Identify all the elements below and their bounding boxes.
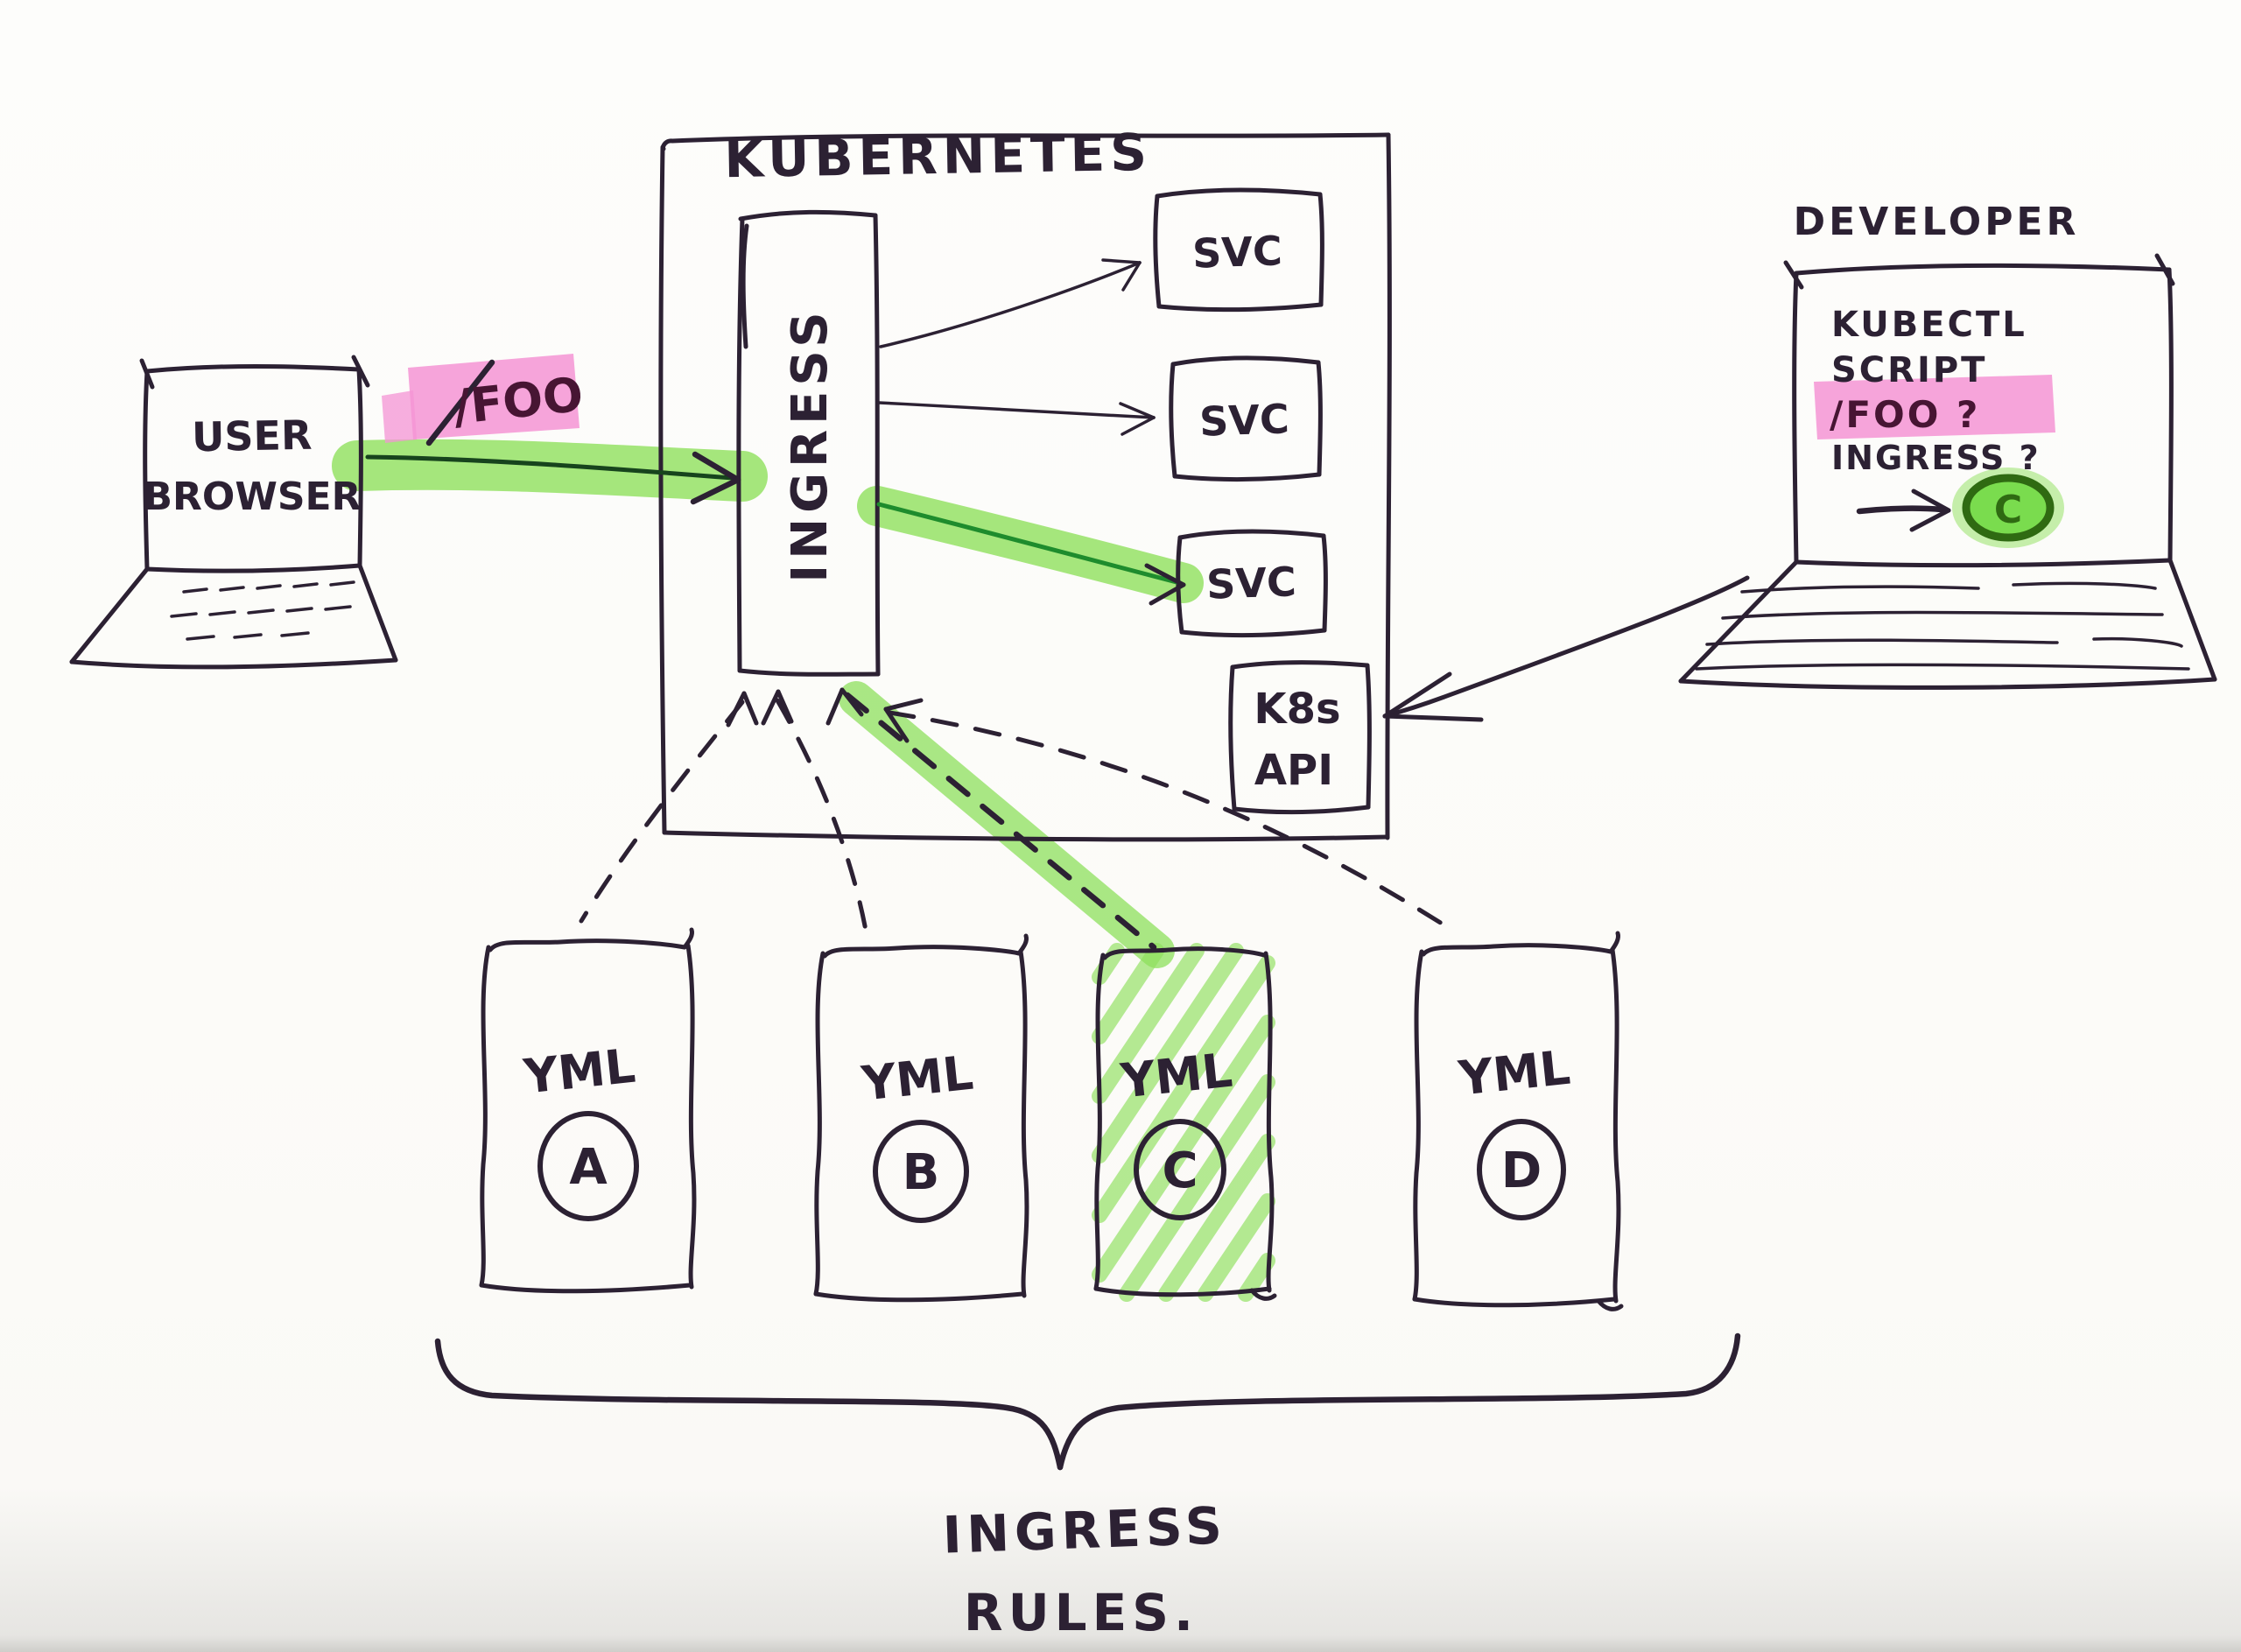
k8s-api-label-line2: API [1254, 746, 1333, 795]
pink-highlight-dev-foo [1814, 375, 2055, 439]
yml-b-letter: B [903, 1144, 940, 1201]
k8s-api-box [1228, 660, 1372, 815]
user-browser-label-line1: USER [192, 411, 313, 460]
ingress-to-svc1-arrow [879, 258, 1142, 348]
ingress-rules-label-line2: RULES. [964, 1583, 1198, 1642]
yml-a-letter: A [569, 1139, 608, 1196]
ingress-to-svc2-arrow [877, 401, 1156, 436]
yml-to-ingress-dashed-lines [579, 692, 1449, 951]
yml-c-letter: C [1162, 1142, 1198, 1199]
dev-screen-line3: /FOO ? [1830, 393, 1980, 436]
text-layer: KUBERNETES USER BROWSER /FOO INGRESS SVC… [144, 123, 2080, 1642]
yml-doc-a [479, 927, 697, 1294]
svc1-box [1153, 187, 1324, 313]
svc2-box [1169, 355, 1323, 482]
ingress-label: INGRESS [782, 306, 839, 582]
yml-d-letter: D [1501, 1142, 1542, 1199]
developer-to-api-arrow [1382, 575, 1750, 722]
dev-screen-arrow [1856, 505, 1945, 515]
dev-screen-line2: SCRIPT [1831, 350, 1987, 390]
yml-d-label: YML [1456, 1040, 1573, 1107]
browser-to-ingress-arrow [365, 451, 741, 505]
dev-green-circle-fill [1963, 475, 2054, 540]
user-laptop-keys [170, 580, 355, 641]
dev-screen-line1: KUBECTL [1831, 305, 2027, 345]
yml-doc-c [1093, 946, 1277, 1301]
highlighter-layer [332, 354, 2064, 1302]
svc3-label: SVC [1205, 558, 1296, 608]
yml-doc-b [813, 933, 1029, 1303]
developer-laptop [1678, 253, 2217, 690]
ymlc-green-hatching [1092, 943, 1275, 1302]
dev-screen-line4: INGRESS ? [1831, 439, 2041, 477]
yml-a-label: YML [521, 1038, 638, 1105]
kubernetes-title: KUBERNETES [724, 123, 1153, 190]
yml-to-ingress-arrowheads [726, 687, 924, 743]
request-path-label: /FOO [451, 367, 586, 435]
developer-title: DEVELOPER [1794, 200, 2080, 244]
svc2-label: SVC [1198, 395, 1289, 446]
user-laptop [69, 355, 398, 670]
yml-doc-d [1412, 931, 1624, 1311]
ingress-rules-brace [434, 1332, 1741, 1471]
developer-laptop-keys [1695, 581, 2190, 671]
svc1-label: SVC [1191, 227, 1282, 278]
dev-green-circle-ring [1962, 474, 2055, 542]
dev-green-circle-letter: C [1994, 488, 2022, 532]
foo-slash-stroke [425, 359, 495, 446]
yml-c-label: YML [1118, 1043, 1235, 1109]
user-browser-label-line2: BROWSER [144, 475, 362, 519]
pink-highlight-foo-tail [382, 390, 417, 443]
ingress-to-svc3-arrow [876, 502, 1186, 606]
ingress-rules-label-line1: INGRESS [942, 1495, 1228, 1564]
yml-b-label: YML [859, 1045, 976, 1112]
ingress-box [736, 209, 881, 677]
k8s-api-label-line1: K8s [1254, 685, 1340, 734]
